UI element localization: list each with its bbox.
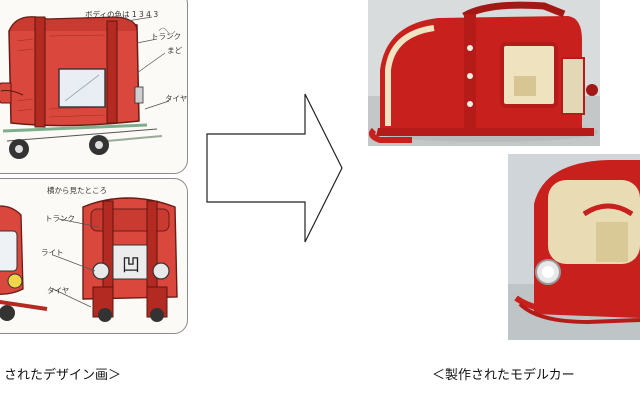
note-body-color: ボディの色は 1 3 4 3 [85, 10, 159, 19]
note-tire-bottom: タイヤ [47, 286, 70, 295]
sketch-panel-top: ボディの色は 1 3 4 3 トランク まど タイヤ [0, 0, 188, 174]
sketch-panel-bottom: 凹 横から見たところ トランク ライト タイヤ [0, 178, 188, 334]
note-side-view: 横から見たところ [47, 186, 107, 195]
model-car-photo-top [368, 0, 600, 146]
svg-text:凹: 凹 [122, 255, 140, 276]
model-car-photo-bottom [508, 154, 640, 340]
right-arrow-icon [206, 93, 343, 243]
note-light: ライト [41, 248, 64, 257]
note-window: まど [167, 46, 182, 55]
note-trunk-bottom: トランク [45, 214, 75, 223]
caption-model-car: ＜製作されたモデルカー [432, 368, 575, 383]
note-tire: タイヤ [165, 94, 188, 103]
sketch-car-side-drawing [0, 16, 176, 159]
sketch-car-front-drawing: 凹 [0, 197, 178, 322]
caption-design-drawing: されたデザイン画＞ [4, 368, 122, 383]
note-trunk: トランク [151, 32, 181, 41]
